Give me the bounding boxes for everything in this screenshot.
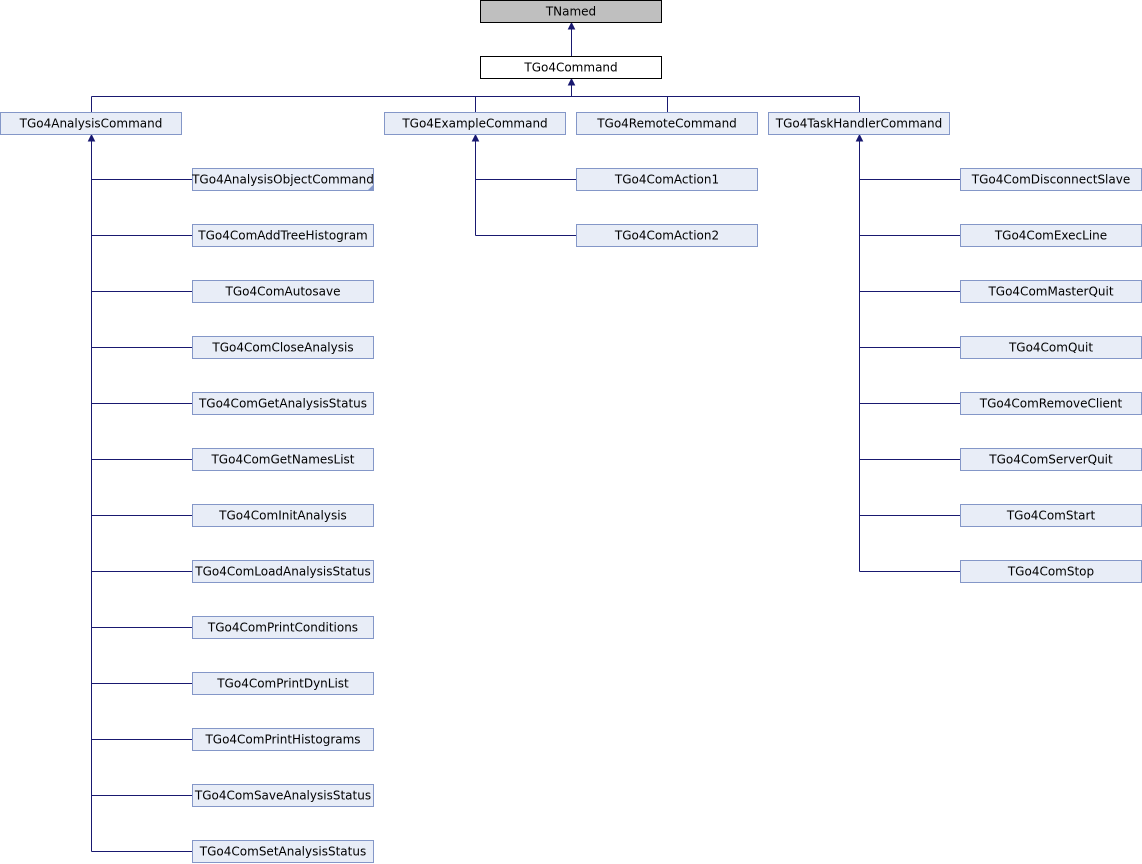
class-node-t-go4-com-disconnect-slave[interactable]: TGo4ComDisconnectSlave bbox=[960, 168, 1142, 191]
class-node-t-go4-com-master-quit[interactable]: TGo4ComMasterQuit bbox=[960, 280, 1142, 303]
class-node-label: TGo4ComGetAnalysisStatus bbox=[198, 397, 367, 411]
class-node-label: TGo4ComLoadAnalysisStatus bbox=[194, 565, 370, 579]
class-node-box bbox=[576, 224, 758, 247]
class-node-box bbox=[480, 0, 662, 23]
class-node-box bbox=[192, 336, 374, 359]
class-node-t-go4-command: TGo4Command bbox=[480, 56, 662, 79]
class-node-box bbox=[480, 56, 662, 79]
class-node-box bbox=[192, 560, 374, 583]
class-node-t-go4-com-print-histograms[interactable]: TGo4ComPrintHistograms bbox=[192, 728, 374, 751]
class-node-t-go4-com-set-analysis-status[interactable]: TGo4ComSetAnalysisStatus bbox=[192, 840, 374, 863]
class-node-label: TGo4ComGetNamesList bbox=[210, 453, 354, 467]
class-node-label: TGo4Command bbox=[523, 61, 617, 75]
class-node-label: TGo4ComSaveAnalysisStatus bbox=[194, 789, 371, 803]
more-subclasses-marker bbox=[368, 185, 373, 190]
inheritance-edges bbox=[87, 21, 961, 852]
class-node-t-go4-com-print-dyn-list[interactable]: TGo4ComPrintDynList bbox=[192, 672, 374, 695]
class-node-label: TGo4ComSetAnalysisStatus bbox=[199, 845, 366, 859]
class-node-label: TGo4AnalysisObjectCommand bbox=[191, 173, 374, 187]
inheritance-arrowhead bbox=[87, 133, 96, 142]
class-node-t-go4-com-load-analysis-status[interactable]: TGo4ComLoadAnalysisStatus bbox=[192, 560, 374, 583]
inheritance-arrowhead bbox=[567, 77, 576, 86]
class-node-label: TGo4ComPrintConditions bbox=[207, 621, 358, 635]
class-node-box bbox=[192, 224, 374, 247]
class-node-t-go4-com-autosave[interactable]: TGo4ComAutosave bbox=[192, 280, 374, 303]
class-node-t-go4-com-get-analysis-status[interactable]: TGo4ComGetAnalysisStatus bbox=[192, 392, 374, 415]
class-node-t-go4-com-save-analysis-status[interactable]: TGo4ComSaveAnalysisStatus bbox=[192, 784, 374, 807]
class-node-box bbox=[192, 616, 374, 639]
class-node-t-go4-analysis-command[interactable]: TGo4AnalysisCommand bbox=[0, 112, 182, 135]
class-node-t-go4-com-server-quit[interactable]: TGo4ComServerQuit bbox=[960, 448, 1142, 471]
class-node-box bbox=[192, 504, 374, 527]
class-node-box bbox=[576, 112, 758, 135]
class-node-label: TGo4TaskHandlerCommand bbox=[775, 117, 942, 131]
class-node-t-go4-com-action1[interactable]: TGo4ComAction1 bbox=[576, 168, 758, 191]
class-node-t-go4-com-exec-line[interactable]: TGo4ComExecLine bbox=[960, 224, 1142, 247]
class-node-t-go4-com-action2[interactable]: TGo4ComAction2 bbox=[576, 224, 758, 247]
class-node-box bbox=[192, 168, 374, 191]
class-node-label: TGo4ComRemoveClient bbox=[979, 397, 1123, 411]
inheritance-arrowhead bbox=[567, 21, 576, 30]
class-node-box bbox=[192, 728, 374, 751]
class-node-t-go4-com-stop[interactable]: TGo4ComStop bbox=[960, 560, 1142, 583]
class-node-box bbox=[192, 280, 374, 303]
class-node-t-go4-com-close-analysis[interactable]: TGo4ComCloseAnalysis bbox=[192, 336, 374, 359]
class-node-label: TGo4ComAutosave bbox=[225, 285, 341, 299]
inheritance-arrowhead bbox=[855, 133, 864, 142]
class-node-label: TGo4ComQuit bbox=[1008, 341, 1093, 355]
class-node-box bbox=[192, 448, 374, 471]
class-node-t-go4-com-get-names-list[interactable]: TGo4ComGetNamesList bbox=[192, 448, 374, 471]
class-node-t-go4-com-print-conditions[interactable]: TGo4ComPrintConditions bbox=[192, 616, 374, 639]
class-node-label: TGo4ComServerQuit bbox=[988, 453, 1113, 467]
class-node-t-go4-example-command[interactable]: TGo4ExampleCommand bbox=[384, 112, 566, 135]
class-node-box bbox=[192, 672, 374, 695]
class-node-t-named[interactable]: TNamed bbox=[480, 0, 662, 23]
class-node-box bbox=[192, 784, 374, 807]
class-node-t-go4-task-handler-command[interactable]: TGo4TaskHandlerCommand bbox=[768, 112, 950, 135]
class-node-label: TGo4ComAddTreeHistogram bbox=[197, 229, 368, 243]
class-node-t-go4-com-init-analysis[interactable]: TGo4ComInitAnalysis bbox=[192, 504, 374, 527]
class-node-label: TGo4ComAction2 bbox=[614, 229, 719, 243]
class-node-box bbox=[576, 168, 758, 191]
class-node-label: TGo4ComExecLine bbox=[994, 229, 1107, 243]
class-node-box bbox=[192, 392, 374, 415]
class-node-t-go4-com-remove-client[interactable]: TGo4ComRemoveClient bbox=[960, 392, 1142, 415]
class-node-t-go4-com-start[interactable]: TGo4ComStart bbox=[960, 504, 1142, 527]
class-node-t-go4-analysis-object-command[interactable]: TGo4AnalysisObjectCommand bbox=[191, 168, 374, 191]
class-node-label: TGo4ComStart bbox=[1006, 509, 1096, 523]
class-node-label: TGo4ExampleCommand bbox=[401, 117, 547, 131]
class-node-label: TGo4AnalysisCommand bbox=[19, 117, 163, 131]
class-node-label: TGo4RemoteCommand bbox=[596, 117, 737, 131]
class-node-label: TGo4ComInitAnalysis bbox=[218, 509, 347, 523]
class-node-label: TNamed bbox=[545, 5, 596, 19]
class-node-box bbox=[0, 112, 182, 135]
class-node-box bbox=[192, 840, 374, 863]
inheritance-arrowhead bbox=[471, 133, 480, 142]
class-node-label: TGo4ComMasterQuit bbox=[987, 285, 1113, 299]
class-node-label: TGo4ComCloseAnalysis bbox=[211, 341, 353, 355]
class-node-t-go4-com-quit[interactable]: TGo4ComQuit bbox=[960, 336, 1142, 359]
class-node-label: TGo4ComDisconnectSlave bbox=[971, 173, 1130, 187]
class-node-box bbox=[384, 112, 566, 135]
class-node-box bbox=[768, 112, 950, 135]
class-node-label: TGo4ComStop bbox=[1007, 565, 1094, 579]
class-node-t-go4-remote-command[interactable]: TGo4RemoteCommand bbox=[576, 112, 758, 135]
class-node-label: TGo4ComPrintHistograms bbox=[204, 733, 360, 747]
class-node-t-go4-com-add-tree-histogram[interactable]: TGo4ComAddTreeHistogram bbox=[192, 224, 374, 247]
class-node-label: TGo4ComAction1 bbox=[614, 173, 719, 187]
class-node-label: TGo4ComPrintDynList bbox=[216, 677, 349, 691]
